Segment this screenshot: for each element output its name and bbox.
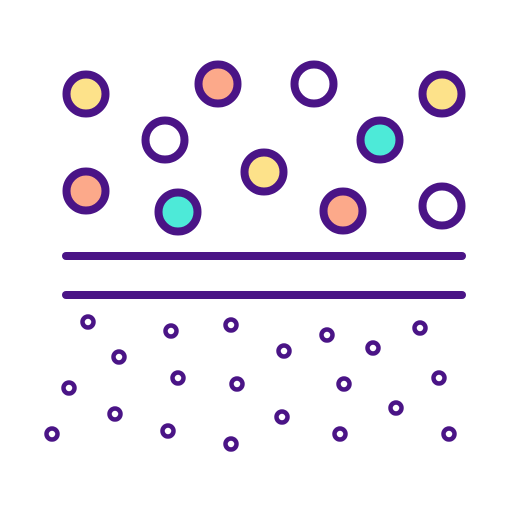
small-particle — [388, 400, 404, 416]
small-particle — [170, 370, 186, 386]
small-particle — [441, 426, 457, 442]
large-particle-empty — [141, 116, 189, 164]
large-particle-salmon — [62, 167, 110, 215]
small-particle — [276, 343, 292, 359]
large-particle-cyan — [356, 116, 404, 164]
large-particle-empty — [418, 182, 466, 230]
small-particle — [332, 426, 348, 442]
large-particle-yellow — [240, 148, 288, 196]
small-particles-group — [44, 314, 457, 452]
small-particle — [229, 376, 245, 392]
small-particle — [223, 436, 239, 452]
large-particle-salmon — [319, 187, 367, 235]
large-particle-yellow — [62, 70, 110, 118]
small-particle — [44, 426, 60, 442]
small-particle — [163, 323, 179, 339]
large-particle-cyan — [154, 188, 202, 236]
small-particle — [107, 406, 123, 422]
small-particle — [274, 409, 290, 425]
small-particle — [111, 349, 127, 365]
large-particle-empty — [290, 60, 338, 108]
small-particle — [61, 380, 77, 396]
small-particle — [80, 314, 96, 330]
small-particle — [431, 370, 447, 386]
small-particle — [365, 340, 381, 356]
small-particle — [319, 327, 335, 343]
large-particle-yellow — [418, 70, 466, 118]
large-particle-salmon — [194, 60, 242, 108]
small-particle — [336, 376, 352, 392]
membrane-group — [62, 252, 466, 299]
large-particles-group — [62, 60, 466, 236]
small-particle — [160, 423, 176, 439]
small-particle — [412, 320, 428, 336]
small-particle — [223, 317, 239, 333]
